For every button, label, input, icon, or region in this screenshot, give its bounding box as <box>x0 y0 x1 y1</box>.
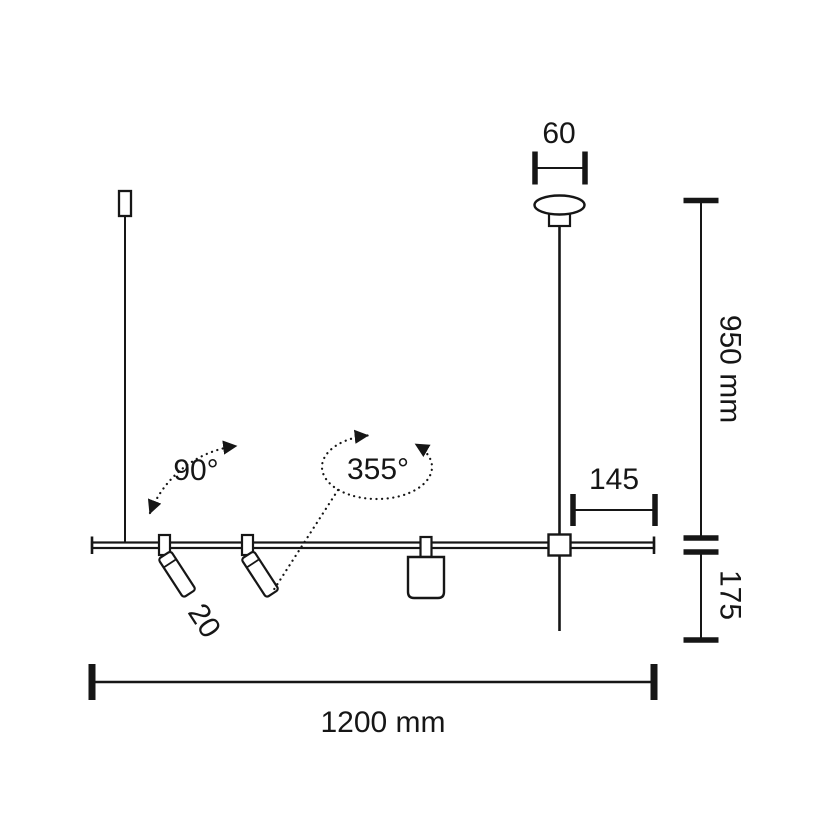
dim-height-label: 950 mm <box>714 315 747 423</box>
dim-drop-label: 175 <box>714 570 747 620</box>
dim-bar-length-label: 1200 mm <box>320 706 445 739</box>
cylinder-shade-stem <box>419 535 433 559</box>
spotlight-1 <box>158 550 196 598</box>
cable-ceiling-connector <box>117 189 133 218</box>
ceiling-canopy <box>533 194 586 216</box>
dim-rod-offset-label: 145 <box>589 463 639 496</box>
tilt-range-label: 90° <box>173 454 218 487</box>
spot-diameter-label: 20 <box>181 598 227 644</box>
dim-canopy-width-label: 60 <box>542 117 575 150</box>
rotation-range-label: 355° <box>347 453 409 486</box>
rotation-range-arc <box>320 429 434 501</box>
spotlight-2 <box>241 550 279 598</box>
rotation-leader-line <box>271 488 340 593</box>
cylinder-shade <box>406 555 446 600</box>
tilt-range-arc <box>147 440 238 515</box>
rod-mount <box>547 533 572 557</box>
